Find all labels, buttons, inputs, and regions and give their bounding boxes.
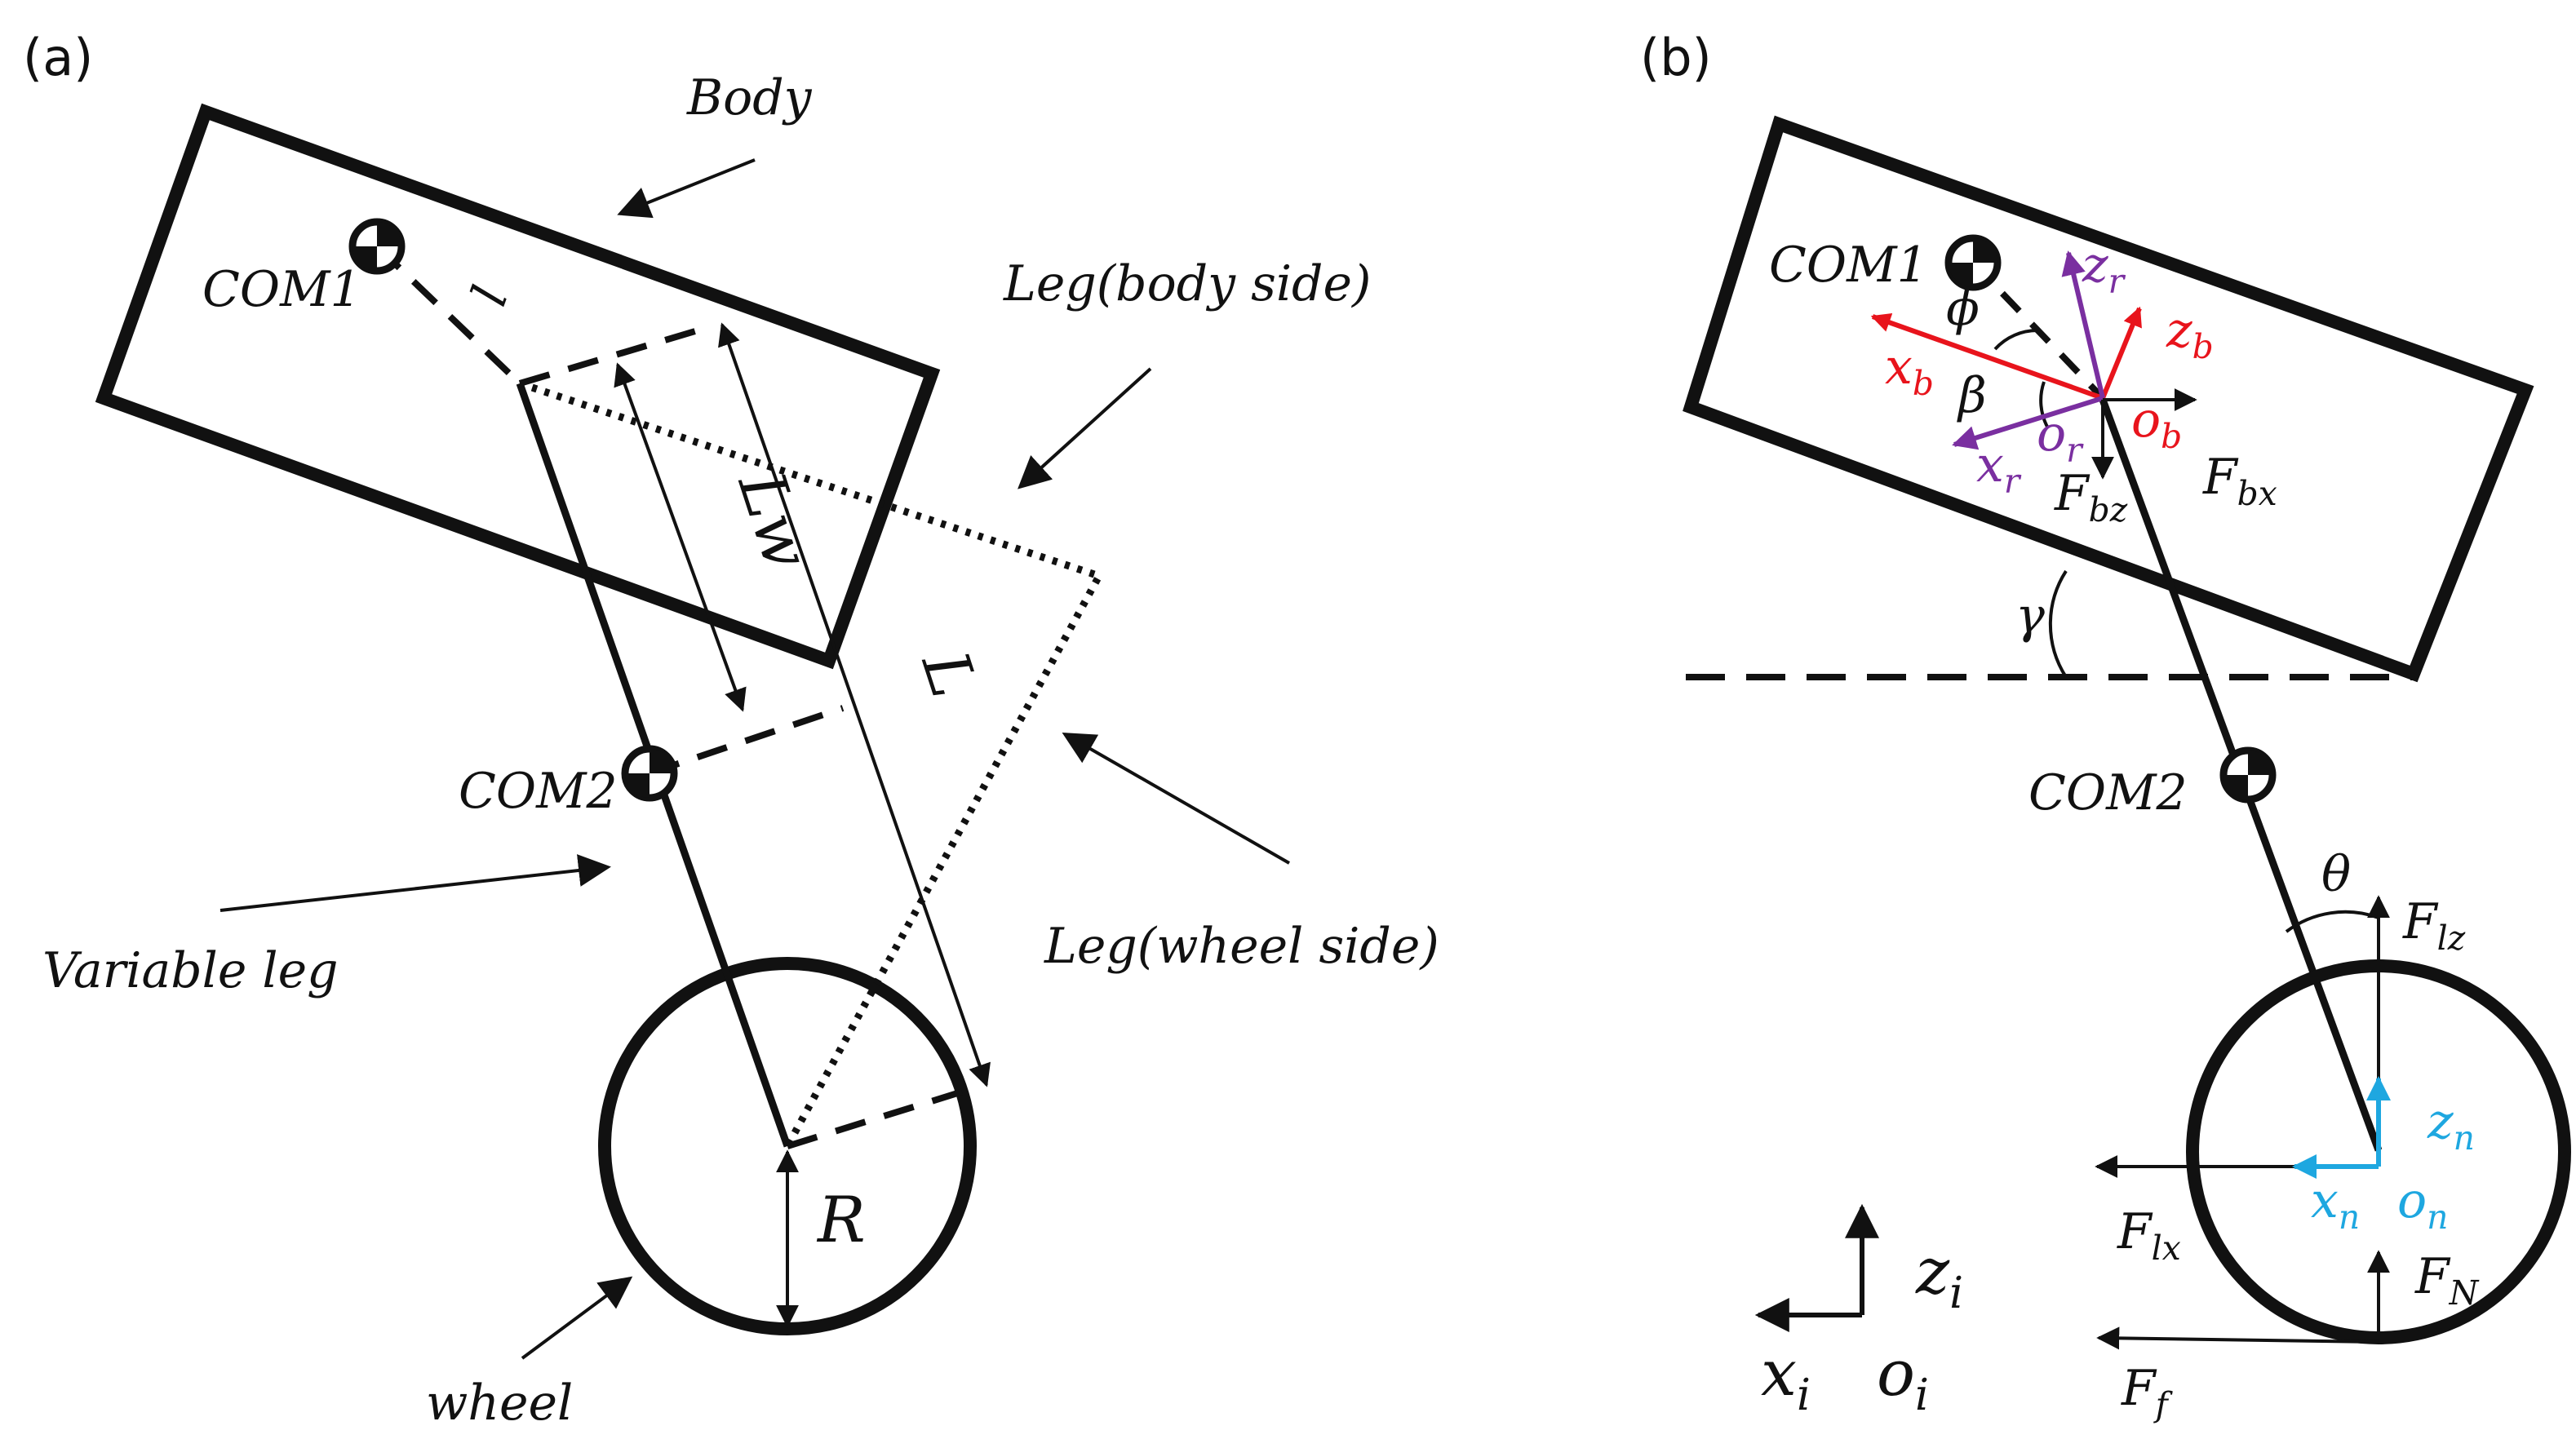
panel-b-label: (b) (1640, 28, 1712, 87)
beta-arc (2039, 381, 2050, 429)
L-label: L (907, 641, 990, 706)
com2-label-b: COM2 (2028, 764, 2188, 821)
zr-label: zr (2082, 237, 2126, 301)
l-small-label: l (456, 277, 515, 312)
wheel-dashed-line (786, 1084, 978, 1149)
variable-leg-label: Variable leg (42, 942, 339, 999)
ff-label: Ff (2121, 1360, 2174, 1424)
xr-axis-arrow (1952, 396, 2104, 450)
com1-dashed-line (375, 244, 522, 386)
com1-symbol-b (1944, 234, 2002, 291)
gamma-arc (2048, 569, 2068, 679)
on-label: on (2397, 1172, 2448, 1237)
ob-label: ob (2131, 392, 2182, 456)
fbx-label: Fbx (2202, 449, 2277, 513)
com2-symbol-b (2219, 746, 2277, 804)
leg-body-side-label: Leg(body side) (1003, 255, 1371, 312)
panel-a-label: (a) (23, 28, 93, 87)
flx-label: Flx (2117, 1203, 2181, 1268)
variable-leg-pointer-arrow (219, 854, 611, 912)
phi-arc (1993, 328, 2039, 351)
ff-arrow (2096, 1326, 2379, 1350)
panel-a: (a) (23, 28, 1439, 1432)
oi-label: oi (1877, 1337, 1929, 1420)
com2-symbol (621, 745, 678, 802)
l-dimension-arrow (718, 322, 991, 1087)
zr-axis-arrow (2061, 250, 2105, 399)
lw-dimension-arrow (614, 362, 747, 712)
zi-label: zi (1915, 1235, 1963, 1318)
theta-label: θ (2321, 846, 2351, 903)
wheel-pointer-arrow (521, 1276, 633, 1360)
com2-dashed-line (648, 705, 845, 777)
xb-label: xb (1885, 339, 1934, 403)
zn-label: zn (2427, 1093, 2475, 1158)
body-label: Body (686, 69, 813, 126)
fbz-label: Fbz (2054, 465, 2128, 529)
theta-arc (2285, 910, 2379, 933)
xn-label: xn (2311, 1172, 2360, 1237)
com1-symbol (348, 218, 406, 275)
phi-label: ϕ (1946, 280, 1980, 337)
leg-wheel-side-label: Leg(wheel side) (1044, 918, 1439, 975)
zb-axis-arrow (2100, 306, 2142, 400)
com1-label: COM1 (202, 261, 361, 318)
body-pointer-arrow (617, 158, 756, 219)
leg-body-side-pointer-arrow (1018, 367, 1152, 489)
xi-label: xi (1761, 1337, 1811, 1420)
zb-label: zb (2166, 302, 2214, 366)
gamma-label: γ (2015, 587, 2045, 644)
fn-label: FN (2414, 1248, 2480, 1313)
com1-label-b: COM1 (1769, 237, 1928, 294)
wheel-label: wheel (426, 1375, 573, 1432)
panel-b: (b) (1640, 28, 2571, 1424)
xr-label: xr (1976, 436, 2022, 501)
flz-label: Flz (2402, 893, 2466, 958)
or-label: or (2037, 405, 2084, 470)
com2-label: COM2 (459, 763, 618, 820)
leg-wheel-side-pointer-arrow (1062, 733, 1290, 865)
top-dashed-line (518, 323, 713, 387)
beta-label: β (1957, 367, 1987, 424)
xb-axis-arrow (1870, 312, 2104, 401)
R-label: R (816, 1184, 866, 1257)
